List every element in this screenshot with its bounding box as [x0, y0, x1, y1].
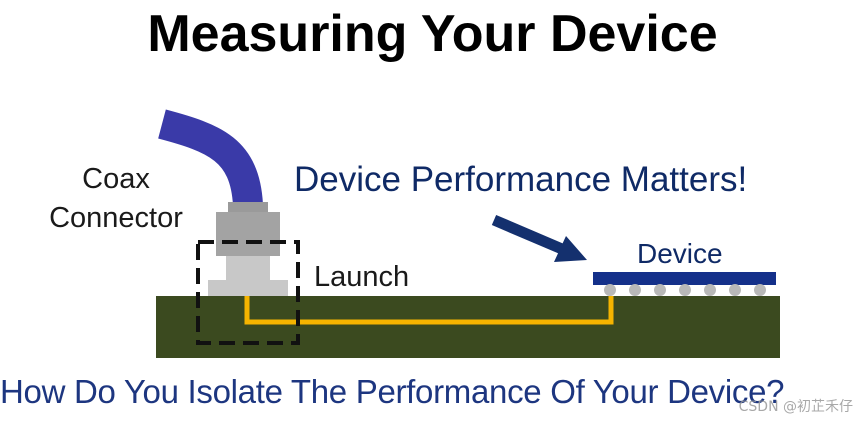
solder-ball	[704, 284, 716, 296]
device-label: Device	[637, 238, 723, 269]
device-body	[593, 272, 776, 285]
page-title: Measuring Your Device	[147, 5, 718, 63]
connector-base	[208, 280, 288, 296]
question-text: How Do You Isolate The Performance Of Yo…	[0, 373, 785, 410]
solder-ball	[604, 284, 616, 296]
launch-box	[196, 240, 300, 345]
signal-trace	[244, 296, 614, 325]
arrow-icon	[491, 214, 587, 262]
coax-cable	[158, 109, 263, 207]
connector-body	[216, 212, 280, 256]
solder-ball	[629, 284, 641, 296]
coax-label-line1: Coax	[82, 163, 150, 195]
watermark: CSDN @初芷禾仔	[738, 399, 853, 415]
solder-ball	[729, 284, 741, 296]
solder-ball	[679, 284, 691, 296]
solder-balls	[604, 284, 766, 296]
connector-cap	[228, 202, 268, 214]
launch-label: Launch	[314, 261, 409, 293]
solder-ball	[754, 284, 766, 296]
coax-label-line2: Connector	[49, 202, 183, 234]
pcb-board	[156, 296, 780, 358]
performance-label: Device Performance Matters!	[294, 160, 747, 199]
solder-ball	[654, 284, 666, 296]
connector-neck	[226, 256, 270, 280]
